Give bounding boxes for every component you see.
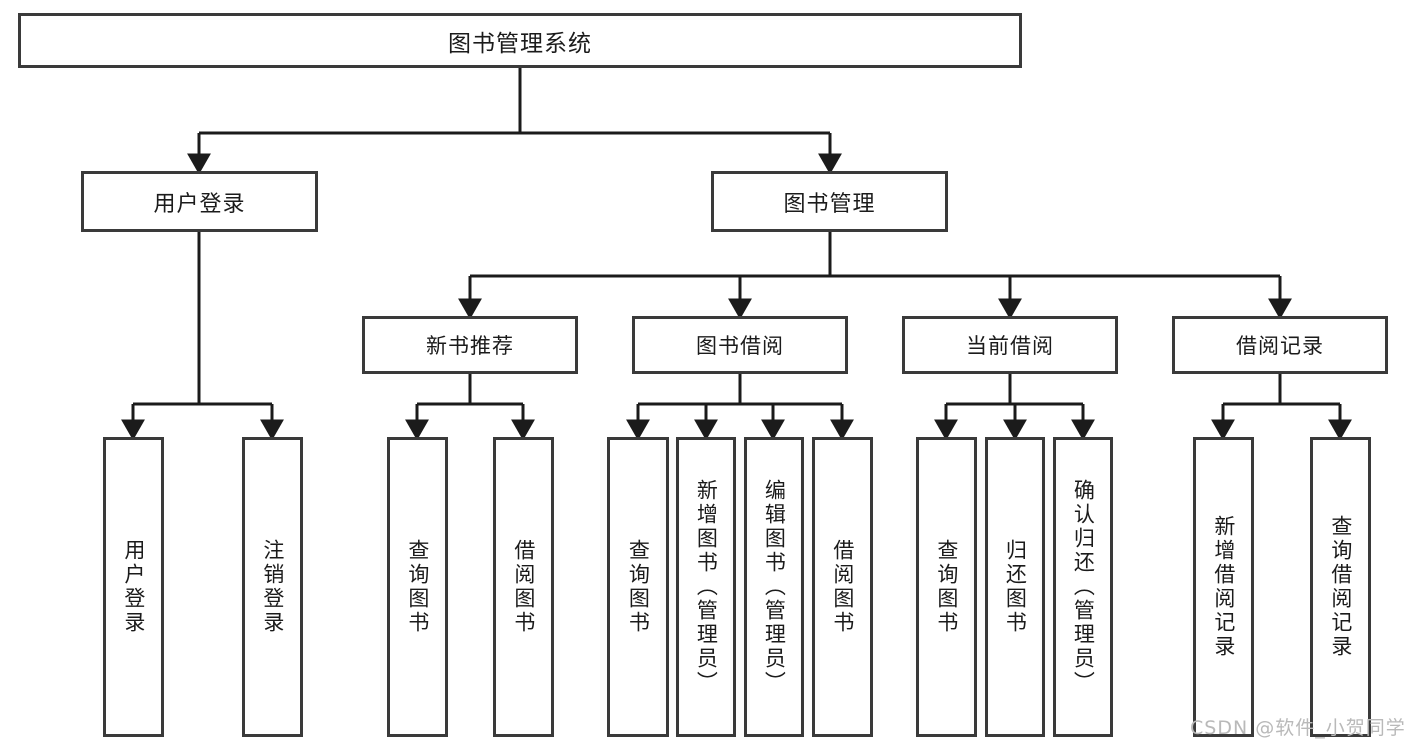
node-label: 新增图书（管理员） (694, 479, 719, 695)
csdn-watermark: CSDN @软件_小贺同学 (1190, 717, 1405, 739)
node-label: 注销登录 (260, 539, 285, 635)
node-label: 归还图书 (1003, 539, 1028, 635)
node-label: 图书管理系统 (448, 30, 592, 57)
node-label: 查询图书 (405, 539, 430, 635)
node-label: 确认归还（管理员） (1071, 479, 1096, 695)
node-label: 借阅图书 (830, 539, 855, 635)
node-label: 图书管理 (783, 191, 876, 217)
node-label: 查询借阅记录 (1328, 515, 1353, 659)
node-label: 查询图书 (934, 539, 959, 635)
node-leaf-query-book-1[interactable]: 查询图书 (387, 437, 448, 737)
node-label: 借阅图书 (511, 539, 536, 635)
node-leaf-add-book[interactable]: 新增图书（管理员） (676, 437, 736, 737)
node-leaf-confirm-return[interactable]: 确认归还（管理员） (1053, 437, 1113, 737)
node-leaf-query-book-3[interactable]: 查询图书 (916, 437, 977, 737)
node-label: 新增借阅记录 (1211, 515, 1236, 659)
node-leaf-add-record[interactable]: 新增借阅记录 (1193, 437, 1254, 737)
node-leaf-borrow-book-2[interactable]: 借阅图书 (812, 437, 873, 737)
node-label: 图书借阅 (696, 334, 784, 358)
node-leaf-query-book-2[interactable]: 查询图书 (607, 437, 669, 737)
node-leaf-user-login[interactable]: 用户登录 (103, 437, 164, 737)
node-user-login[interactable]: 用户登录 (81, 171, 318, 232)
node-label: 查询图书 (626, 539, 651, 635)
node-book-borrow[interactable]: 图书借阅 (632, 316, 848, 374)
node-leaf-edit-book[interactable]: 编辑图书（管理员） (744, 437, 804, 737)
node-new-book-recommend[interactable]: 新书推荐 (362, 316, 578, 374)
node-leaf-query-record[interactable]: 查询借阅记录 (1310, 437, 1371, 737)
node-label: 新书推荐 (426, 334, 514, 358)
node-borrow-record[interactable]: 借阅记录 (1172, 316, 1388, 374)
node-leaf-logout-login[interactable]: 注销登录 (242, 437, 303, 737)
node-leaf-borrow-book-1[interactable]: 借阅图书 (493, 437, 554, 737)
node-current-borrow[interactable]: 当前借阅 (902, 316, 1118, 374)
node-label: 编辑图书（管理员） (762, 479, 787, 695)
node-label: 当前借阅 (966, 334, 1054, 358)
node-label: 用户登录 (121, 539, 146, 635)
node-label: 用户登录 (153, 191, 246, 217)
node-book-management[interactable]: 图书管理 (711, 171, 948, 232)
node-label: 借阅记录 (1236, 334, 1324, 358)
node-root-book-management-system[interactable]: 图书管理系统 (18, 13, 1022, 68)
node-leaf-return-book[interactable]: 归还图书 (985, 437, 1045, 737)
